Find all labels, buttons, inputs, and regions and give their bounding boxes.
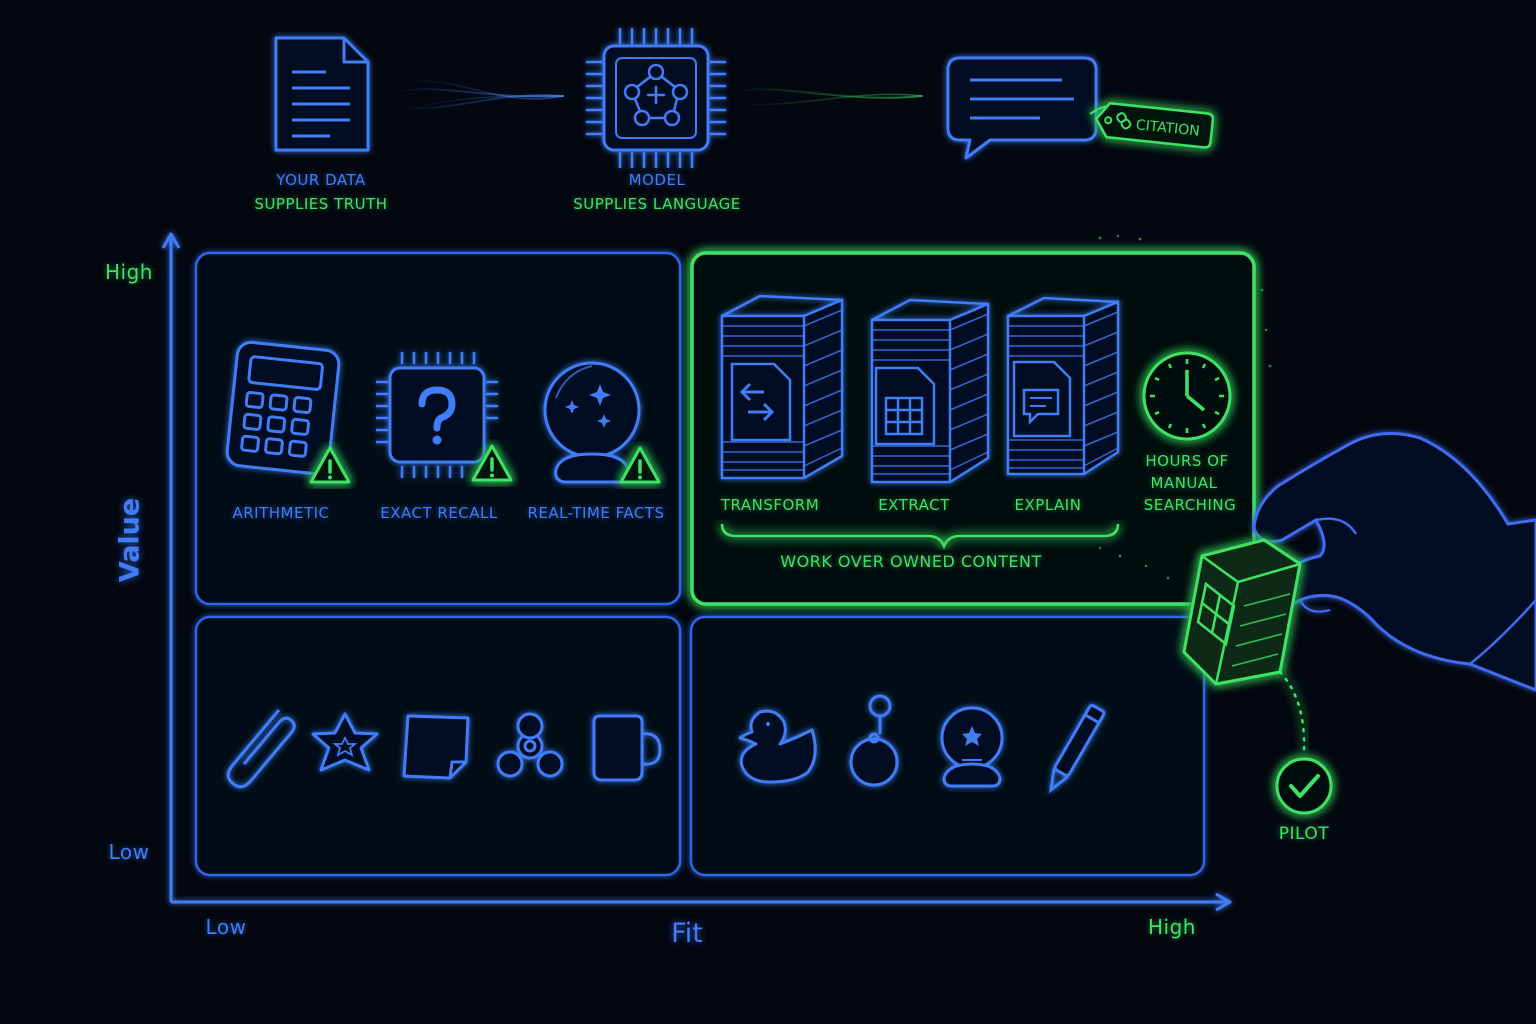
group-brace: [720, 523, 1120, 550]
mug-icon: [592, 714, 662, 782]
label-explain: EXPLAIN: [1014, 496, 1082, 514]
label-hours-line2: MANUAL: [1150, 474, 1218, 492]
hand-icon: [1252, 432, 1536, 692]
x-axis-high: High: [1148, 915, 1196, 939]
label-exact-recall: EXACT RECALL: [380, 504, 498, 522]
model-label-line2: SUPPLIES LANGUAGE: [573, 195, 741, 213]
fidget-spinner-icon: [496, 712, 564, 778]
pilot-connector: [1278, 670, 1306, 754]
clock-icon: [1142, 351, 1232, 441]
sparkles: [1098, 234, 1272, 580]
citation-label: CITATION: [1135, 117, 1200, 140]
paperclip-icon: [226, 709, 296, 789]
low-high-icons: [738, 694, 1106, 794]
question-chip-icon: [376, 352, 498, 478]
document-stack-transform-icon: [720, 294, 844, 480]
model-stream-arrow: [729, 89, 922, 104]
crystal-ball-icon: [543, 361, 641, 484]
low-low-icons: [226, 709, 662, 789]
keychain-icon: [849, 694, 899, 787]
label-transform: TRANSFORM: [720, 496, 820, 514]
chat-bubble-icon: [946, 56, 1098, 160]
x-axis-title: Fit: [671, 918, 703, 949]
chip-icon: [586, 28, 726, 168]
label-extract: EXTRACT: [878, 496, 950, 514]
axes: [161, 232, 1232, 912]
data-stream-arrow: [391, 80, 563, 113]
source-label-line1: YOUR DATA: [276, 171, 366, 189]
sticky-note-icon: [402, 714, 470, 780]
pilot-check-icon: [1275, 757, 1333, 815]
rubber-duck-icon: [738, 709, 817, 784]
source-label-line2: SUPPLIES TRUTH: [254, 195, 388, 213]
snow-globe-icon: [940, 706, 1004, 788]
model-label-line1: MODEL: [628, 171, 686, 189]
star-icon: [311, 712, 379, 772]
pilot-data-block-icon: [1182, 538, 1302, 686]
y-axis-high: High: [105, 260, 153, 284]
y-axis-low: Low: [108, 840, 150, 864]
document-icon: [274, 36, 370, 152]
label-real-time-facts: REAL-TIME FACTS: [527, 504, 665, 522]
pencil-icon: [1048, 704, 1106, 794]
y-axis-title: Value: [114, 497, 146, 583]
label-work-over-owned-content: WORK OVER OWNED CONTENT: [780, 552, 1042, 571]
calculator-icon: [225, 340, 341, 476]
label-pilot: PILOT: [1278, 824, 1330, 844]
label-hours-line3: SEARCHING: [1143, 496, 1237, 514]
label-hours-line1: HOURS OF: [1145, 452, 1229, 470]
document-stack-extract-icon: [870, 298, 990, 484]
label-arithmetic: ARITHMETIC: [232, 504, 330, 522]
tag-icon: CITATION: [1089, 102, 1215, 149]
document-stack-explain-icon: [1006, 296, 1120, 476]
x-axis-low: Low: [205, 915, 247, 939]
